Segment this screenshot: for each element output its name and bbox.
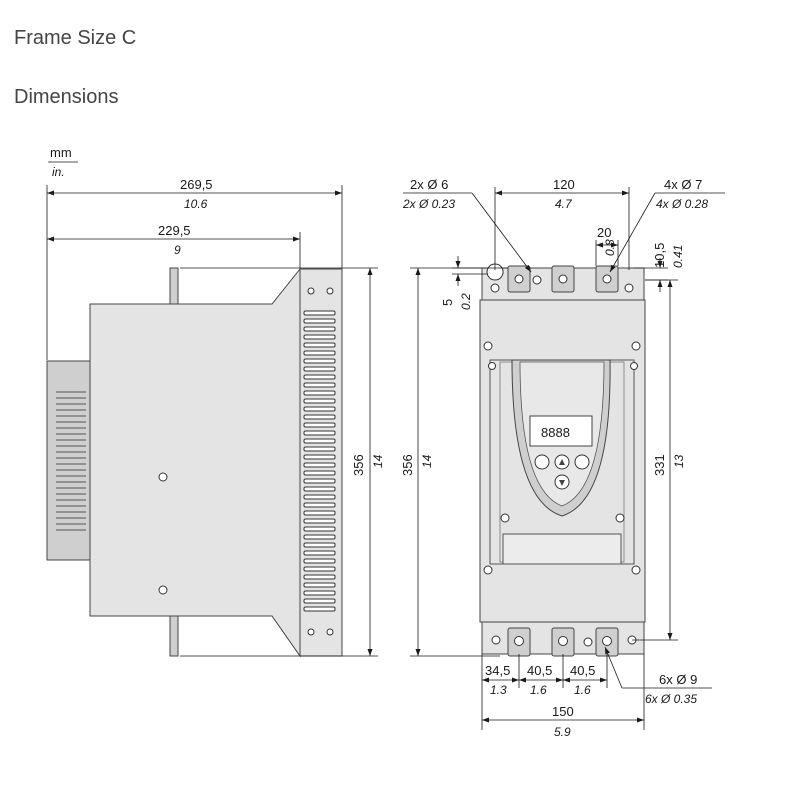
- display-window: [529, 415, 593, 447]
- mount-height-mm: 331: [652, 454, 667, 476]
- side-view: [46, 267, 343, 658]
- keypad-button-right: [574, 454, 590, 470]
- bottom-holes-in: 6x Ø 0.35: [645, 692, 697, 706]
- front-height-in: 14: [420, 454, 434, 468]
- bottom-pitch-1-mm: 34,5: [485, 663, 510, 678]
- mount-height-in: 13: [672, 454, 686, 468]
- bottom-pitch-2-mm: 40,5: [527, 663, 552, 678]
- side-top-tab: [169, 267, 179, 305]
- bottom-holes-mm: 6x Ø 9: [659, 672, 697, 687]
- terminal-width-mm: 20: [597, 225, 611, 240]
- side-screw-upper: [158, 472, 168, 482]
- side-height-in: 14: [371, 454, 385, 468]
- page-title: Frame Size C: [14, 27, 137, 49]
- overall-depth-mm: 269,5: [180, 177, 213, 192]
- bottom-pitch-3-in: 1.6: [574, 683, 591, 697]
- section-title: Dimensions: [14, 86, 119, 108]
- unit-in-label: in.: [52, 165, 65, 179]
- bottom-pitch-2-in: 1.6: [530, 683, 547, 697]
- lower-label-panel: [502, 533, 622, 565]
- side-height-mm: 356: [351, 454, 366, 476]
- front-dimensions: 2x Ø 6 2x Ø 0.23 120 4.7 20 0.8 4x Ø 7 4…: [400, 177, 725, 739]
- hole-spacing-mm: 120: [553, 177, 575, 192]
- front-width-mm: 150: [552, 704, 574, 719]
- side-screw-lower: [158, 585, 168, 595]
- front-housing: [479, 299, 646, 623]
- hole-offset-in: 0.2: [459, 293, 473, 310]
- side-main-body: [89, 267, 301, 658]
- side-bottom-tab: [169, 615, 179, 657]
- hole-spacing-in: 4.7: [555, 197, 573, 211]
- top-right-mount-hole: [624, 283, 634, 293]
- front-height-mm: 356: [400, 454, 415, 476]
- side-dimensions: 269,5 10.6 229,5 9 356 14: [46, 177, 385, 657]
- side-rear-fins: [46, 360, 91, 561]
- terminal-holes-in: 4x Ø 0.28: [656, 197, 708, 211]
- overall-depth-in: 10.6: [184, 197, 208, 211]
- bottom-pitch-1-in: 1.3: [490, 683, 507, 697]
- hole-offset-mm: 5: [440, 299, 455, 306]
- terminal-width-in: 0.8: [603, 239, 617, 256]
- display-readout: 8888: [541, 425, 570, 440]
- bottom-pitch-3-mm: 40,5: [570, 663, 595, 678]
- front-view: 8888: [479, 263, 646, 657]
- unit-legend: mm in.: [48, 145, 78, 179]
- terminal-holes-mm: 4x Ø 7: [664, 177, 702, 192]
- top-holes-mm: 2x Ø 6: [410, 177, 448, 192]
- top-offset-mm: 10,5: [652, 243, 667, 268]
- top-offset-in: 0.41: [671, 245, 685, 268]
- keypad-button-left: [534, 454, 550, 470]
- unit-mm-label: mm: [50, 145, 72, 160]
- side-vent-slots: [303, 310, 336, 612]
- front-width-in: 5.9: [554, 725, 571, 739]
- body-depth-mm: 229,5: [158, 223, 191, 238]
- body-depth-in: 9: [174, 243, 181, 257]
- top-holes-in: 2x Ø 0.23: [402, 197, 455, 211]
